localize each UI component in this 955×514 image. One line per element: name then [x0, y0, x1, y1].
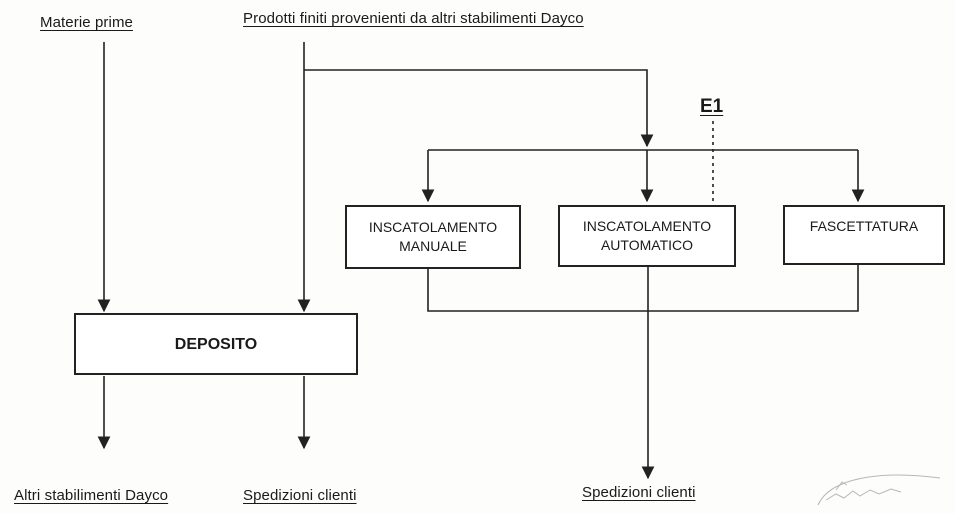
- stamp-mark: [817, 474, 941, 506]
- other-plants-label: Altri stabilimenti Dayco: [14, 487, 169, 504]
- customer-shipments-automatic-label: Spedizioni clienti: [582, 484, 696, 501]
- emission-point-label: E1: [700, 96, 724, 117]
- manual-boxing-label: INSCATOLAMENTO MANUALE: [368, 219, 498, 254]
- deposito-label: DEPOSITO: [174, 335, 258, 353]
- banding-box: FASCETTATURA: [783, 205, 945, 265]
- manual-boxing-box: INSCATOLAMENTO MANUALE: [345, 205, 521, 269]
- flow-processes-to-deposito: [427, 265, 859, 312]
- deposito-box: DEPOSITO: [74, 313, 358, 375]
- automatic-boxing-box: INSCATOLAMENTO AUTOMATICO: [558, 205, 736, 267]
- automatic-boxing-label: INSCATOLAMENTO AUTOMATICO: [582, 218, 712, 253]
- raw-materials-label: Materie prime: [40, 14, 133, 31]
- finished-products-label: Prodotti finiti provenienti da altri sta…: [243, 10, 584, 27]
- banding-label: FASCETTATURA: [809, 218, 919, 234]
- flow-finished-to-branch: [304, 69, 654, 148]
- customer-shipments-label: Spedizioni clienti: [243, 487, 357, 504]
